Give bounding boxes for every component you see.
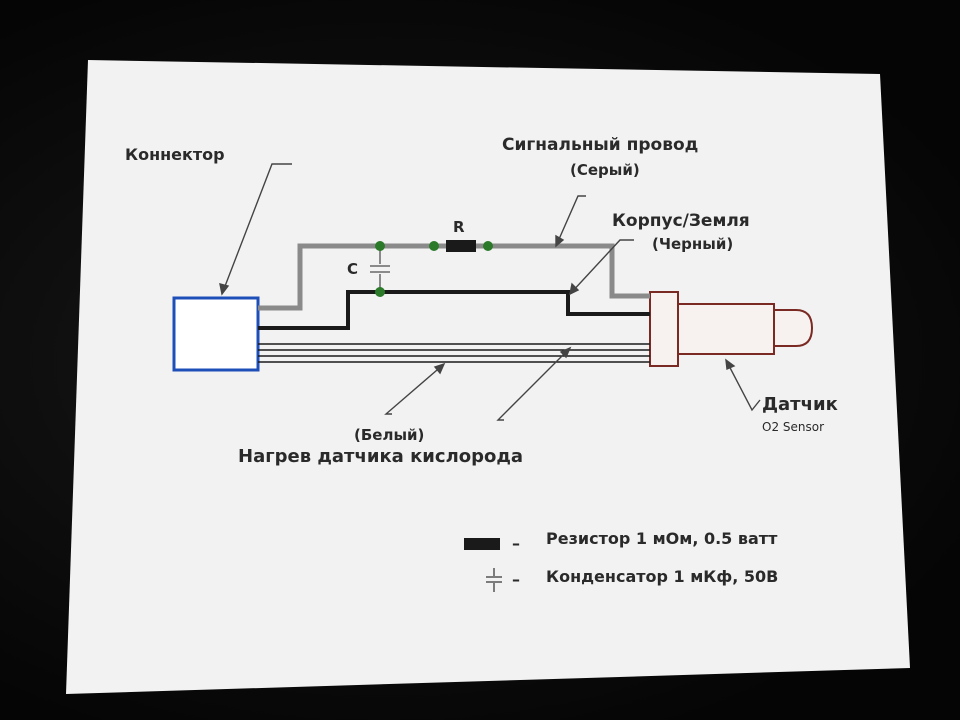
diagram-background [66,60,910,694]
leader-connector [221,163,292,295]
leader-ground [569,239,634,295]
ground-wire [258,290,650,330]
leader-lines [219,163,761,421]
leader-signal [555,195,586,247]
sensor-sub-label: O2 Sensor [762,420,824,434]
resistor-letter: R [453,218,465,236]
sensor-label: Датчик [762,394,838,415]
heater-label: Нагрев датчика кислорода [238,446,523,467]
capacitor-icon [370,241,390,297]
legend: – Резистор 1 мОм, 0.5 ватт – Конденсатор… [464,529,778,592]
connector-box [172,296,260,372]
signal-wire-color-label: (Серый) [570,161,640,179]
legend-capacitor-dash: – [512,570,520,589]
leader-sensor [725,359,761,412]
legend-capacitor-text: Конденсатор 1 мКф, 50В [546,567,778,586]
o2-sensor-icon [649,291,814,367]
leader-heater-left [384,363,445,415]
heater-color-label: (Белый) [354,426,424,444]
connector-label: Коннектор [125,145,225,164]
signal-wire-label: Сигнальный провод [502,135,698,155]
legend-resistor-icon [464,538,500,550]
heater-wires [258,343,650,363]
leader-heater-right [496,347,571,421]
capacitor-letter: C [347,260,358,278]
legend-resistor-dash: – [512,534,520,553]
legend-capacitor-icon [486,568,502,592]
ground-color-label: (Черный) [652,235,733,253]
resistor-icon [429,240,493,252]
ground-label: Корпус/Земля [612,211,750,231]
legend-resistor-text: Резистор 1 мОм, 0.5 ватт [546,529,778,548]
